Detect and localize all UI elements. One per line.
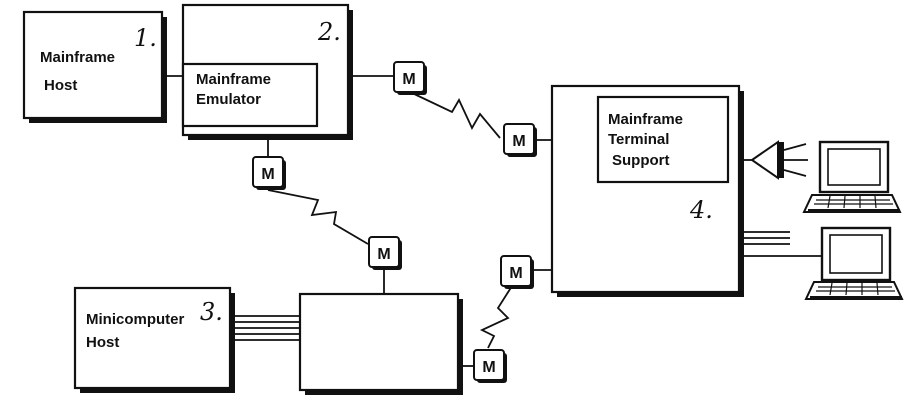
terminal-support-label-line2: Terminal [608,131,669,148]
modem-d-label: M [377,246,390,263]
minicomputer-host-label-line2: Host [86,334,119,351]
terminal-support-box: Mainframe Terminal Support 4. [550,84,744,297]
mainframe-emulator-inner-box [181,62,319,128]
link-zigzag-c-d [267,189,369,245]
modem-c-label: M [261,166,274,183]
mainframe-host-label-line1: Mainframe [40,49,115,66]
link-zigzag-a-b [409,91,501,139]
mainframe-host-label-line2: Host [44,77,77,94]
modem-a: M [393,61,427,95]
mainframe-emulator-box: Mainframe Emulator 2. [181,3,353,140]
minicomputer-switch-bus [230,315,300,341]
modem-b: M [503,123,537,157]
laptop-terminal-icon [804,226,904,300]
modem-e: M [500,255,534,289]
terminal-support-label-line3: Support [612,152,670,169]
minicomputer-host-label-line1: Minicomputer [86,311,184,328]
mainframe-emulator-label-line1: Mainframe [196,71,271,88]
mainframe-host-box: Mainframe Host 1. [22,10,167,123]
minicomputer-host-number: 3. [200,298,223,326]
wireless-transmitter-icon [739,140,808,180]
terminal-support-label-line1: Mainframe [608,111,683,128]
mainframe-emulator-label-line2: Emulator [196,91,261,108]
modem-e-label: M [509,265,522,282]
switch-box [298,292,463,395]
modem-a-label: M [402,71,415,88]
link-zigzag-f-e [479,285,513,349]
terminal-wired-lines [739,231,822,257]
terminal-support-inner-box [596,95,730,184]
modem-c: M [252,156,286,190]
mainframe-emulator-number: 2. [317,18,341,46]
terminal-support-number: 4. [689,196,713,224]
modem-f: M [473,349,507,383]
modem-d: M [368,236,402,270]
minicomputer-host-box: Minicomputer Host 3. [73,286,235,393]
mainframe-host-number: 1. [134,24,157,52]
modem-f-label: M [482,359,495,376]
modem-b-label: M [512,133,525,150]
laptop-terminal-icon [802,140,902,213]
